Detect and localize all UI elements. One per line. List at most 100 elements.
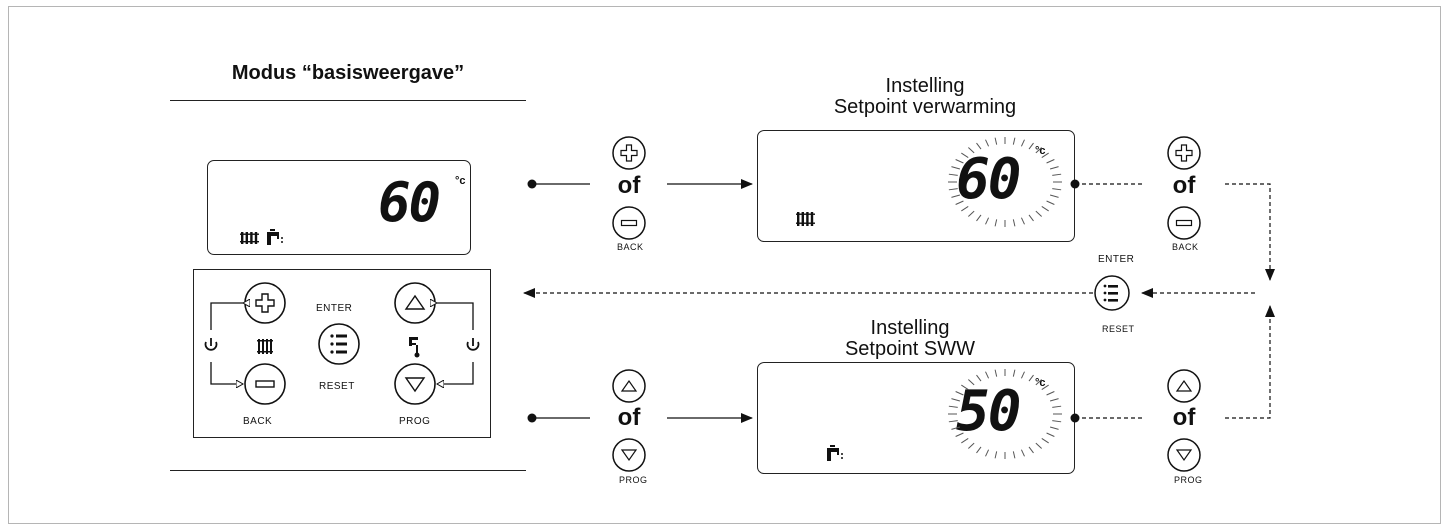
flash-ray — [1012, 219, 1016, 227]
flash-ray — [951, 166, 961, 170]
flash-ray — [1020, 449, 1025, 457]
dhw-prog-label-right: PROG — [1174, 475, 1203, 485]
confirm-reset-label: RESET — [1102, 324, 1135, 334]
flash-ray — [955, 432, 964, 437]
flash-ray — [1035, 379, 1042, 386]
flash-ray — [968, 442, 975, 449]
flash-ray — [985, 139, 990, 147]
heating-or-text-right: of — [1172, 172, 1196, 199]
flash-ray — [1028, 374, 1034, 382]
radiator-icon — [796, 212, 815, 226]
flash-ray — [968, 147, 975, 154]
heating-setpoint-value: 60 — [956, 147, 1021, 212]
dhw-setpoint-lcd: 50 °c — [757, 362, 1075, 474]
panel-minus-button[interactable] — [244, 363, 286, 405]
heating-or-text: of — [617, 172, 641, 199]
flash-ray — [1041, 206, 1049, 212]
dhw-or-text-right: of — [1172, 404, 1196, 431]
heating-back-label-right: BACK — [1172, 242, 1199, 252]
flash-ray — [1052, 188, 1062, 191]
flash-ray — [951, 398, 961, 402]
panel-down-button[interactable] — [394, 363, 436, 405]
panel-enter-reset-button[interactable] — [318, 323, 360, 365]
panel-back-label: BACK — [243, 416, 273, 427]
flash-ray — [1046, 432, 1055, 437]
flash-ray — [1012, 137, 1016, 145]
tap-icon — [267, 229, 283, 245]
dhw-label-line1: Instelling — [870, 317, 950, 339]
power-icon — [204, 338, 218, 351]
flash-ray — [1049, 426, 1059, 430]
dhw-down-button-right[interactable] — [1167, 438, 1201, 472]
flash-ray — [1020, 217, 1025, 225]
dhw-return-line — [1225, 305, 1275, 419]
heating-minus-button[interactable] — [612, 206, 646, 240]
base-display-unit: °c — [455, 175, 466, 187]
heating-return-line — [1225, 183, 1275, 281]
flash-ray — [1052, 173, 1062, 176]
dhw-flash-rays — [948, 369, 1062, 459]
heating-back-label: BACK — [617, 242, 644, 252]
flash-ray — [1020, 139, 1025, 147]
dhw-down-button[interactable] — [612, 438, 646, 472]
dhw-prog-label: PROG — [619, 475, 648, 485]
flash-ray — [1012, 369, 1016, 377]
panel-left-connector — [210, 303, 243, 384]
heating-minus-button-right[interactable] — [1167, 206, 1201, 240]
dhw-or-text: of — [617, 404, 641, 431]
flash-ray — [961, 206, 969, 212]
flash-ray — [1046, 391, 1055, 396]
flash-ray — [976, 446, 982, 454]
confirm-enter-reset-button[interactable] — [1094, 275, 1130, 311]
figure-frame — [8, 6, 1441, 524]
base-display-lcd: 60 °c — [207, 160, 471, 255]
flash-ray — [985, 217, 990, 225]
panel-enter-label: ENTER — [316, 303, 353, 314]
power-icon — [466, 338, 480, 351]
flash-ray — [951, 194, 961, 198]
flash-ray — [1046, 200, 1055, 205]
heating-flash-rays — [948, 137, 1062, 227]
radiator-icon — [240, 232, 259, 244]
flash-ray — [976, 142, 982, 150]
flash-ray — [1049, 166, 1059, 170]
base-display-value: 60 — [378, 171, 441, 234]
flash-ray — [961, 152, 969, 158]
panel-plus-button[interactable] — [244, 282, 286, 324]
flash-ray — [948, 173, 958, 176]
flash-ray — [1020, 371, 1025, 379]
dhw-setpoint-value: 50 — [956, 379, 1021, 444]
flash-ray — [994, 137, 998, 145]
flash-ray — [968, 210, 975, 217]
heating-plus-button[interactable] — [612, 136, 646, 170]
flash-ray — [961, 438, 969, 444]
mode-title: Modus “basisweergave” — [231, 62, 465, 84]
dhw-up-button[interactable] — [612, 369, 646, 403]
tap-thermometer-icon — [409, 337, 420, 358]
dhw-setting-label: Instelling Setpoint SWW — [800, 318, 1020, 360]
heating-plus-button-right[interactable] — [1167, 136, 1201, 170]
flash-ray — [951, 426, 961, 430]
flash-ray — [948, 420, 958, 423]
flash-ray — [1012, 451, 1016, 459]
panel-up-button[interactable] — [394, 282, 436, 324]
flash-ray — [961, 384, 969, 390]
dhw-label-line2: Setpoint SWW — [844, 338, 976, 360]
bottom-rule — [170, 470, 526, 471]
heating-label-line2: Setpoint verwarming — [833, 96, 1017, 118]
flash-ray — [976, 214, 982, 222]
flash-ray — [994, 451, 998, 459]
panel-prog-label: PROG — [399, 416, 431, 427]
flash-ray — [968, 379, 975, 386]
heating-setpoint-unit: °c — [1035, 145, 1046, 157]
flash-ray — [985, 371, 990, 379]
flash-ray — [948, 188, 958, 191]
tap-icon — [827, 445, 843, 461]
flash-ray — [976, 374, 982, 382]
flash-ray — [1041, 438, 1049, 444]
flash-ray — [1049, 194, 1059, 198]
heating-setting-label: Instelling Setpoint verwarming — [790, 76, 1060, 118]
dhw-up-button-right[interactable] — [1167, 369, 1201, 403]
flash-ray — [1035, 147, 1042, 154]
